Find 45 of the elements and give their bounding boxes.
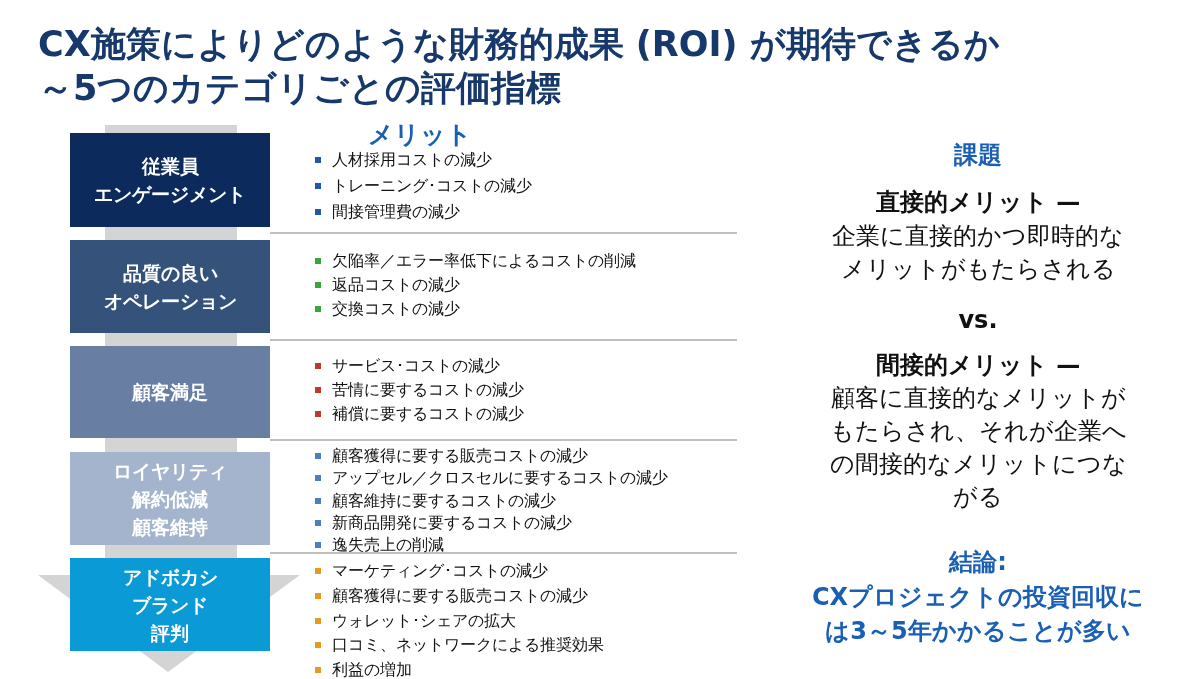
benefit-description: 顧客に直接的なメリットがもたらされ、それが企業への間接的なメリットにつながる [828, 383, 1128, 513]
benefit-item: 間接管理費の減少 [332, 203, 460, 221]
category-box [70, 452, 270, 545]
benefit-item: 顧客獲得に要する販売コストの減少 [332, 447, 588, 465]
category-box [70, 240, 270, 333]
benefit-item: アップセル／クロスセルに要するコストの減少 [332, 469, 668, 488]
benefit-heading: 直接的メリット — [874, 187, 1082, 218]
column-heading: メリット [367, 119, 473, 151]
benefit-item: 逸失売上の削減 [332, 536, 444, 555]
benefit-item: ウォレット･シェアの拡大 [332, 611, 516, 630]
versus-text: vs. [957, 305, 999, 336]
benefit-item: 顧客維持に要するコストの減少 [332, 491, 556, 510]
benefit-item: 交換コストの減少 [332, 300, 460, 318]
benefit-item: サービス･コストの減少 [332, 357, 500, 375]
benefit-item: 新商品開発に要するコストの減少 [332, 513, 572, 532]
category-label: オペレーション [102, 288, 238, 314]
category-label: 従業員 [140, 154, 200, 179]
benefit-item: 口コミ、ネットワークによる推奨効果 [332, 636, 604, 655]
category-label: ブランド [131, 592, 209, 618]
benefit-item: 顧客獲得に要する販売コストの減少 [332, 586, 588, 605]
benefit-heading: 間接的メリット — [874, 350, 1082, 381]
category-box [70, 133, 270, 227]
benefit-item: 利益の増加 [332, 661, 412, 679]
title: CX施策によりどのような財務的成果 (ROI) が期待できるか～5つのカテゴリごとの評価指標 [38, 23, 1001, 110]
benefit-item: 人材採用コストの減少 [332, 151, 492, 169]
category-label: 評判 [150, 620, 190, 646]
category-label: 品質の良い [121, 260, 219, 286]
category-label: エンゲージメント [93, 182, 247, 207]
category-box [70, 346, 270, 438]
conclusion-heading: 結論: [947, 547, 1008, 578]
section-heading: 課題 [953, 140, 1003, 171]
benefit-item: マーケティング･コストの減少 [332, 562, 548, 580]
benefit-item: 欠陥率／エラー率低下によるコストの削減 [332, 252, 636, 270]
category-label: 顧客維持 [131, 514, 209, 540]
benefit-item: 返品コストの減少 [332, 276, 460, 294]
benefit-item: トレーニング･コストの減少 [332, 177, 532, 195]
benefit-item: 補償に要するコストの減少 [332, 405, 524, 423]
category-box [70, 558, 270, 651]
category-label: アドボカシ [121, 564, 219, 590]
conclusion-text: CXプロジェクトの投資回収には3～5年かかることが多い [810, 582, 1146, 647]
benefit-item: 苦情に要するコストの減少 [332, 381, 524, 399]
category-label: 顧客満足 [131, 380, 209, 405]
category-label: ロイヤリティ [112, 458, 228, 484]
benefit-description: 企業に直接的かつ即時的なメリットがもたらされる [832, 221, 1124, 285]
category-label: 解約低減 [131, 486, 209, 512]
